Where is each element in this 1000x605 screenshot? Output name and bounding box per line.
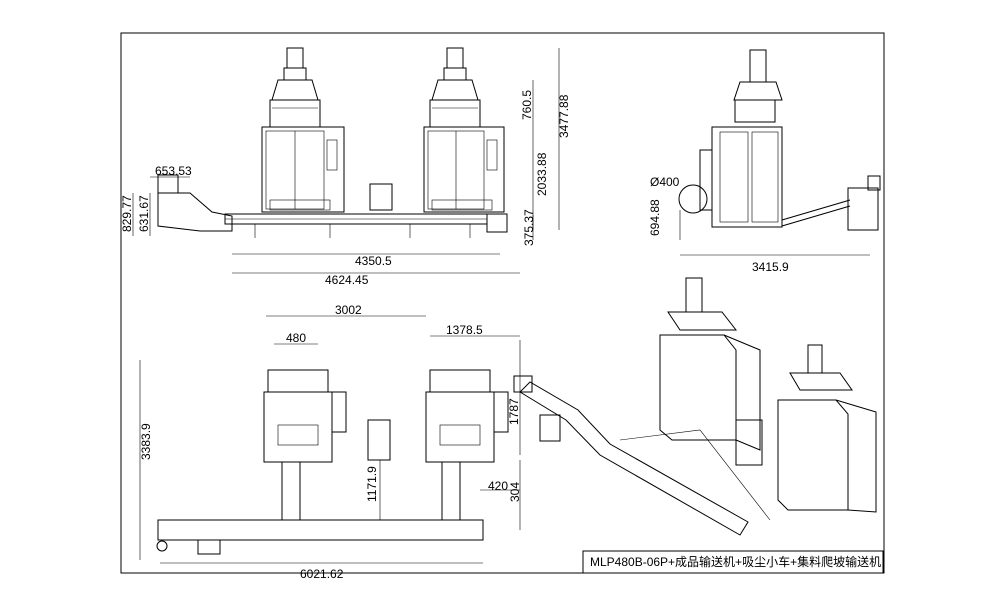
dim-1378-5: 1378.5 [446, 323, 483, 337]
incline-conveyor [157, 192, 233, 232]
dust-cart-reel [678, 184, 708, 214]
dim-760-5: 760.5 [520, 90, 534, 120]
dim-480: 480 [286, 331, 306, 345]
iso-conveyor [519, 381, 749, 536]
dim-4350-5: 4350.5 [355, 254, 392, 268]
packing-machine-1 [261, 47, 345, 213]
dim-1787: 1787 [507, 398, 521, 425]
top-machine-1 [263, 391, 333, 463]
iso-machine-2 [777, 399, 849, 511]
dim-694-88: 694.88 [648, 199, 662, 236]
iso-dust-cart [735, 419, 763, 466]
dim-653-53: 653.53 [155, 164, 192, 178]
side-view: Ø400 694.88 3415.9 [648, 49, 881, 274]
dim-829-77: 829.77 [120, 195, 134, 232]
top-machine-2 [425, 391, 495, 463]
side-machine-body [711, 126, 783, 228]
dim-375-37: 375.37 [522, 209, 536, 246]
dim-1171-9: 1171.9 [365, 466, 379, 502]
dim-3415-9: 3415.9 [752, 260, 789, 274]
top-view: 3002 1378.5 480 3383.9 1787 1171.9 420 3… [139, 303, 522, 581]
packing-machine-2 [423, 47, 505, 213]
dust-cart [369, 183, 393, 211]
title-block: MLP480B-06P+成品输送机+吸尘小车+集料爬坡输送机 [582, 550, 884, 574]
dim-631-67: 631.67 [137, 195, 151, 232]
dim-420: 420 [488, 479, 508, 493]
iso-machine-1 [659, 334, 737, 441]
dim-2033-88: 2033.88 [535, 152, 549, 196]
dim-6021-62: 6021.62 [300, 567, 344, 581]
drawing-title: MLP480B-06P+成品输送机+吸尘小车+集料爬坡输送机 [590, 554, 881, 569]
top-dust-cart [367, 419, 391, 461]
top-conveyor [157, 519, 484, 541]
dim-4624-45: 4624.45 [325, 273, 369, 287]
front-view: 653.53 829.77 631.67 760.5 3477.88 2033.… [120, 47, 571, 287]
sheet-border [120, 32, 885, 574]
dim-3383-9: 3383.9 [139, 423, 153, 460]
dim-3477-88: 3477.88 [557, 94, 571, 138]
dim-dia-400: Ø400 [650, 175, 680, 189]
isometric-view [513, 277, 877, 536]
dim-3002: 3002 [335, 303, 362, 317]
dim-304: 304 [508, 482, 522, 502]
side-conveyor-end [847, 187, 879, 231]
